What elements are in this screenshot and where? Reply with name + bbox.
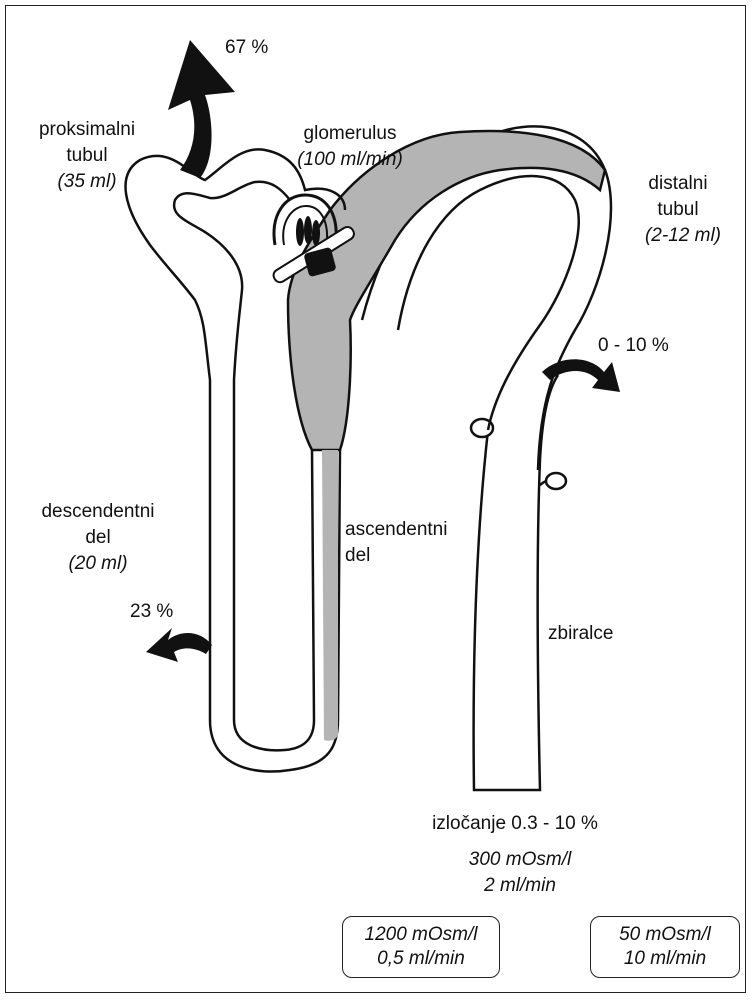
- label-ascending-1: ascendentni: [345, 518, 447, 542]
- label-proximal-1: proksimalni: [22, 118, 152, 142]
- label-glomerulus: glomerulus: [280, 122, 420, 146]
- box-concentrated-urine: 1200 mOsm/l 0,5 ml/min: [342, 916, 500, 978]
- label-distal-vol: (2-12 ml): [628, 224, 738, 248]
- label-distal-2: tubul: [628, 198, 728, 222]
- ascending-thick-segment: [288, 131, 605, 450]
- distal-tubule-inner: [398, 176, 579, 430]
- arrow-distal-right-icon: [542, 359, 620, 392]
- label-descending-vol: (20 ml): [18, 552, 178, 576]
- box-dilute-osm: 50 mOsm/l: [591, 923, 739, 947]
- label-proximal-pct: 67 %: [225, 36, 268, 60]
- label-descending-2: del: [18, 526, 178, 550]
- branch-stub-right: [546, 473, 566, 489]
- label-distal-1: distalni: [628, 172, 728, 196]
- loop-inner: [234, 380, 314, 750]
- label-flow-mid: 2 ml/min: [430, 874, 610, 898]
- label-osm-mid: 300 mOsm/l: [430, 848, 610, 872]
- label-collecting: zbiralce: [548, 622, 613, 646]
- label-ascending-2: del: [345, 544, 370, 568]
- label-excretion: izločanje 0.3 - 10 %: [400, 812, 630, 836]
- label-proximal-vol: (35 ml): [22, 170, 152, 194]
- ascending-thin-shade: [322, 450, 338, 741]
- box-dilute-urine: 50 mOsm/l 10 ml/min: [590, 916, 740, 978]
- arrow-loop-left-icon: [146, 628, 212, 662]
- label-loop-pct: 23 %: [130, 600, 173, 624]
- box-concentrated-osm: 1200 mOsm/l: [343, 923, 499, 947]
- label-glomerulus-rate: (100 ml/min): [280, 148, 420, 172]
- label-distal-pct: 0 - 10 %: [598, 334, 669, 358]
- label-descending-1: descendentni: [18, 500, 178, 524]
- box-dilute-flow: 10 ml/min: [591, 947, 739, 971]
- proximal-tubule-inner: [174, 182, 290, 380]
- label-proximal-2: tubul: [22, 144, 152, 168]
- box-concentrated-flow: 0,5 ml/min: [343, 947, 499, 971]
- arrow-proximal-up-icon: [168, 40, 235, 178]
